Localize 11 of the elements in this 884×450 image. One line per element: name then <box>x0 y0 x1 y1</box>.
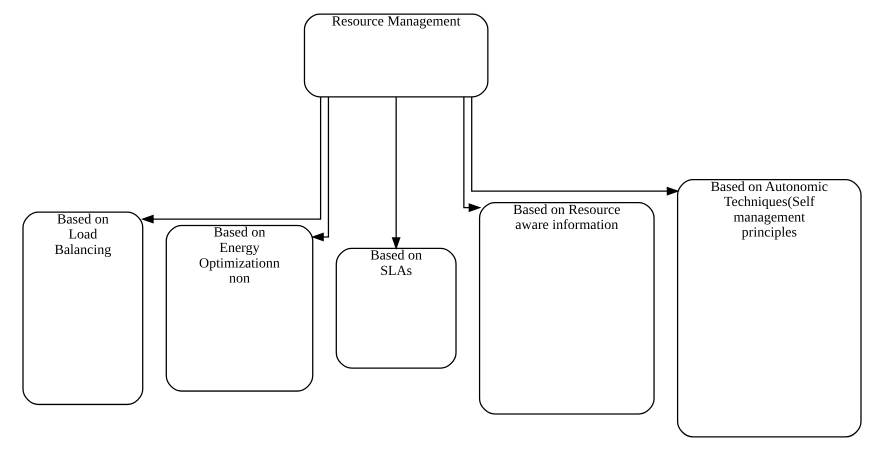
node-box: Resource Management <box>304 12 488 98</box>
arrow <box>392 96 401 250</box>
arrow <box>311 96 330 241</box>
node-box: Based on Resource aware information <box>478 201 655 414</box>
node-box: Based on SLAs <box>336 247 457 368</box>
node-box: Based on Energy Optimizationn non <box>166 224 314 392</box>
node-box: Based on Autonomic Techniques(Self management principles <box>676 178 862 438</box>
node-box: Based on Load Balancing <box>22 211 144 405</box>
arrow <box>140 96 322 224</box>
arrow <box>463 96 482 212</box>
arrow <box>471 96 680 196</box>
